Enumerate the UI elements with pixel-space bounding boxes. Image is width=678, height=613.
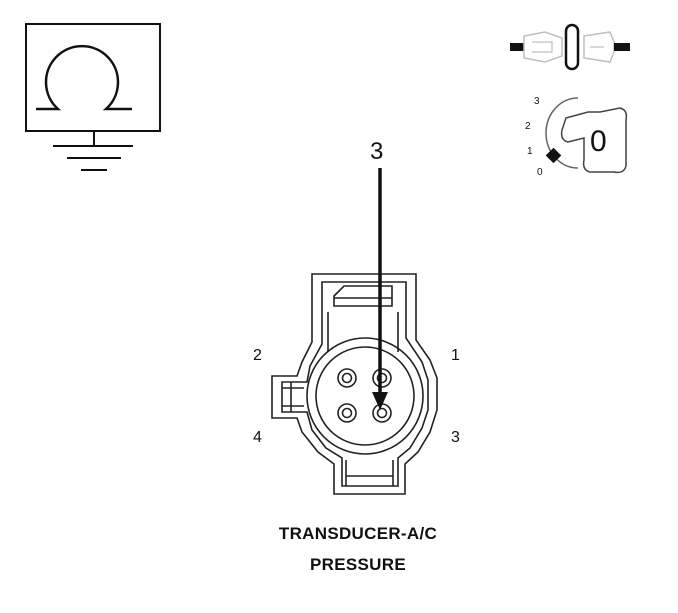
probe-arrow	[372, 168, 388, 410]
ignition-position-2: 2	[525, 121, 531, 132]
caption-line-2: PRESSURE	[310, 555, 406, 574]
pointer-pin-label: 3	[370, 138, 384, 165]
pin-cavity-1	[372, 368, 392, 388]
key-cylinder-label: 0	[590, 125, 607, 158]
pin-label-2: 2	[253, 347, 262, 364]
pin-label-1: 1	[451, 347, 460, 364]
pin-cavity-3	[372, 403, 392, 423]
caption-line-1: TRANSDUCER-A/C	[278, 524, 438, 543]
ohmmeter-icon	[25, 23, 161, 146]
pin-label-3: 3	[451, 429, 460, 446]
connector-body	[271, 273, 438, 495]
ignition-position-0: 0	[537, 167, 543, 178]
ignition-position-3: 3	[534, 96, 540, 107]
ignition-position-1: 1	[527, 146, 533, 157]
disconnected-connector-icon	[510, 23, 630, 71]
pin-cavity-2	[337, 368, 357, 388]
ignition-key-icon	[545, 97, 628, 174]
pin-label-4: 4	[253, 429, 262, 446]
ground-icon	[53, 145, 133, 171]
pin-cavity-4	[337, 403, 357, 423]
